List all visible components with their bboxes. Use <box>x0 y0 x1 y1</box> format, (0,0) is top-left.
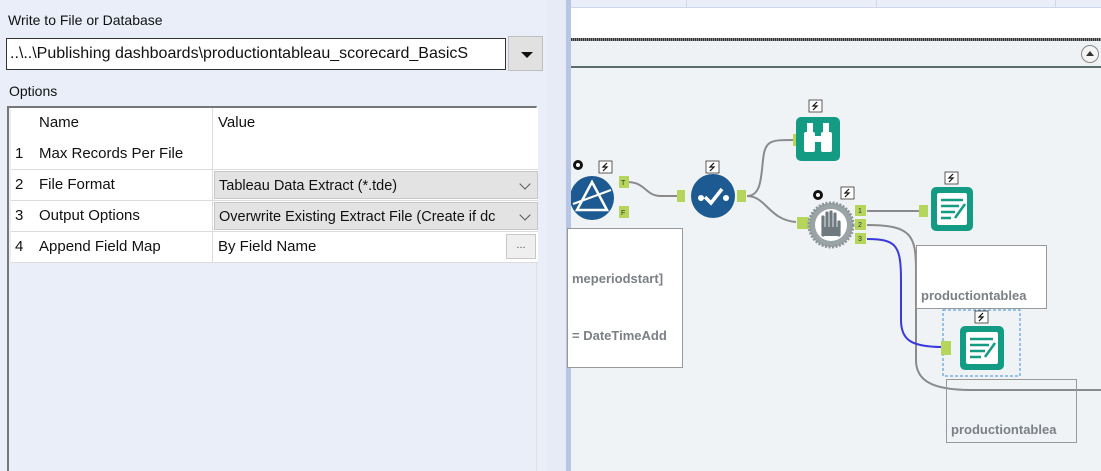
browse-tool <box>793 99 840 161</box>
name-column-header: Name <box>37 108 213 139</box>
splitter-grip[interactable] <box>571 38 1101 41</box>
tab-divider <box>686 0 687 8</box>
field-map-ellipsis-button[interactable]: ... <box>506 234 536 259</box>
grid-row-file-format: 2 File Format Tableau Data Extract (*.td… <box>11 170 538 201</box>
configuration-panel: Write to File or Database ..\..\Publishi… <box>0 0 547 471</box>
collapse-button[interactable] <box>1081 45 1099 63</box>
grid-row-max-records: 1 Max Records Per File <box>11 139 538 170</box>
svg-text:T: T <box>621 180 626 187</box>
annotation-line: meperiodstart] <box>572 271 664 286</box>
svg-text:3: 3 <box>858 236 862 243</box>
tab-divider <box>876 0 877 8</box>
annotation-line: productiontablea <box>951 422 1057 437</box>
svg-text:1: 1 <box>858 208 862 215</box>
file-format-value: Tableau Data Extract (*.tde) <box>219 178 398 194</box>
options-grid: Name Value 1 Max Records Per File 2 File… <box>7 106 538 471</box>
svg-text:2: 2 <box>858 222 862 229</box>
workflow-canvas-area: T F <box>567 0 1101 471</box>
block-until-done-tool: 1 2 3 <box>797 186 866 249</box>
row-number: 1 <box>15 145 24 162</box>
svg-text:F: F <box>621 210 625 217</box>
select-tool <box>677 160 746 218</box>
output-path-dropdown-button[interactable] <box>508 36 543 71</box>
options-label: Options <box>9 83 58 99</box>
row-number: 2 <box>15 176 24 193</box>
row-number: 4 <box>15 238 24 255</box>
grid-header-row: Name Value <box>11 108 538 139</box>
annotation-line: productiontablea <box>921 288 1027 303</box>
output-path-input[interactable]: ..\..\Publishing dashboards\productionta… <box>6 38 506 70</box>
chevron-down-icon <box>519 209 531 221</box>
output-csv-annotation: productiontablea u_scorecard_Basic Start… <box>916 245 1047 309</box>
file-format-select[interactable]: Tableau Data Extract (*.tde) <box>214 171 538 199</box>
tab-divider <box>1055 0 1056 8</box>
grid-row-output-options: 3 Output Options Overwrite Existing Extr… <box>11 201 538 232</box>
option-name: Max Records Per File <box>37 139 213 169</box>
output-tde-tool <box>941 309 1021 377</box>
output-tde-annotation: productiontablea u_scorecard_Basic Start… <box>946 379 1077 443</box>
value-column-header: Value <box>218 114 256 131</box>
caret-down-icon <box>521 52 533 58</box>
config-title: Write to File or Database <box>8 12 163 28</box>
filter-tool: T F <box>571 160 629 220</box>
workflow-canvas[interactable]: T F <box>567 70 1101 471</box>
option-name: File Format <box>37 170 213 200</box>
caret-up-icon <box>1086 51 1094 56</box>
append-field-map-value: By Field Name <box>218 238 317 255</box>
output-csv-tool <box>919 171 973 231</box>
chevron-down-icon <box>519 178 531 190</box>
grid-row-append-field-map: 4 Append Field Map By Field Name ... <box>11 232 538 263</box>
append-field-map-cell: By Field Name ... <box>213 232 538 262</box>
row-number-header <box>11 108 37 139</box>
annotation-line: = DateTimeAdd <box>572 328 667 343</box>
panel-margin <box>547 0 566 471</box>
row-number: 3 <box>15 207 24 224</box>
canvas-tabstrip <box>571 0 1101 8</box>
filter-annotation: meperiodstart] = DateTimeAdd Start_Date]… <box>567 228 683 368</box>
canvas-header <box>571 8 1101 39</box>
container-header <box>571 41 1101 68</box>
output-options-value: Overwrite Existing Extract File (Create … <box>219 209 496 225</box>
option-name: Append Field Map <box>37 232 213 262</box>
output-options-select[interactable]: Overwrite Existing Extract File (Create … <box>214 202 538 230</box>
max-records-input[interactable] <box>213 139 538 169</box>
option-name: Output Options <box>37 201 213 231</box>
